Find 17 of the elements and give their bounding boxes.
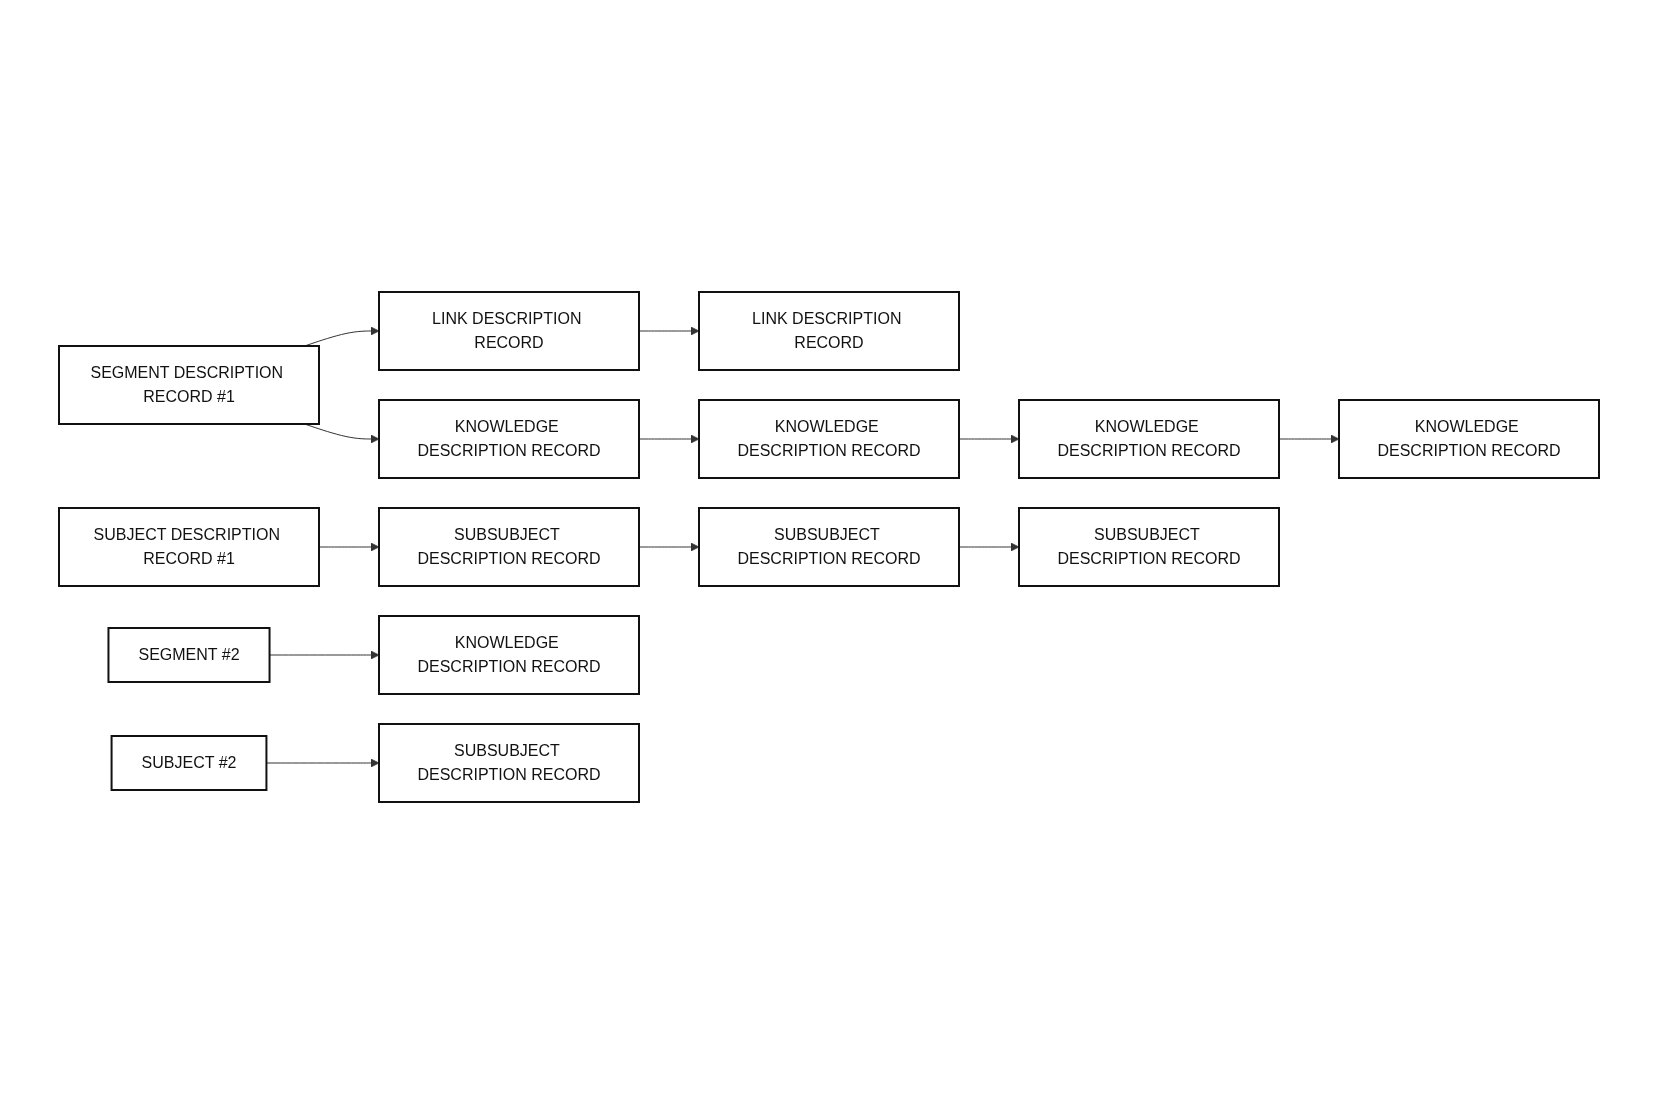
node-box: KNOWLEDGE DESCRIPTION RECORD <box>698 399 960 479</box>
node-box: KNOWLEDGE DESCRIPTION RECORD <box>378 399 640 479</box>
node-box: SUBSUBJECT DESCRIPTION RECORD <box>378 507 640 587</box>
node-box: SUBJECT DESCRIPTION RECORD #1 <box>58 507 320 587</box>
arrow <box>304 326 380 347</box>
node-box: SUBSUBJECT DESCRIPTION RECORD <box>378 723 640 803</box>
node-box: SUBSUBJECT DESCRIPTION RECORD <box>1018 507 1280 587</box>
node-box: SUBJECT #2 <box>110 735 268 791</box>
node-box: SEGMENT #2 <box>107 627 271 683</box>
node-box: LINK DESCRIPTION RECORD <box>698 291 960 371</box>
node-box: KNOWLEDGE DESCRIPTION RECORD <box>1018 399 1280 479</box>
node-box: SUBSUBJECT DESCRIPTION RECORD <box>698 507 960 587</box>
node-box: KNOWLEDGE DESCRIPTION RECORD <box>378 615 640 695</box>
node-box: KNOWLEDGE DESCRIPTION RECORD <box>1338 399 1600 479</box>
arrow <box>269 650 380 660</box>
node-box: LINK DESCRIPTION RECORD <box>378 291 640 371</box>
node-box: SEGMENT DESCRIPTION RECORD #1 <box>58 345 320 425</box>
